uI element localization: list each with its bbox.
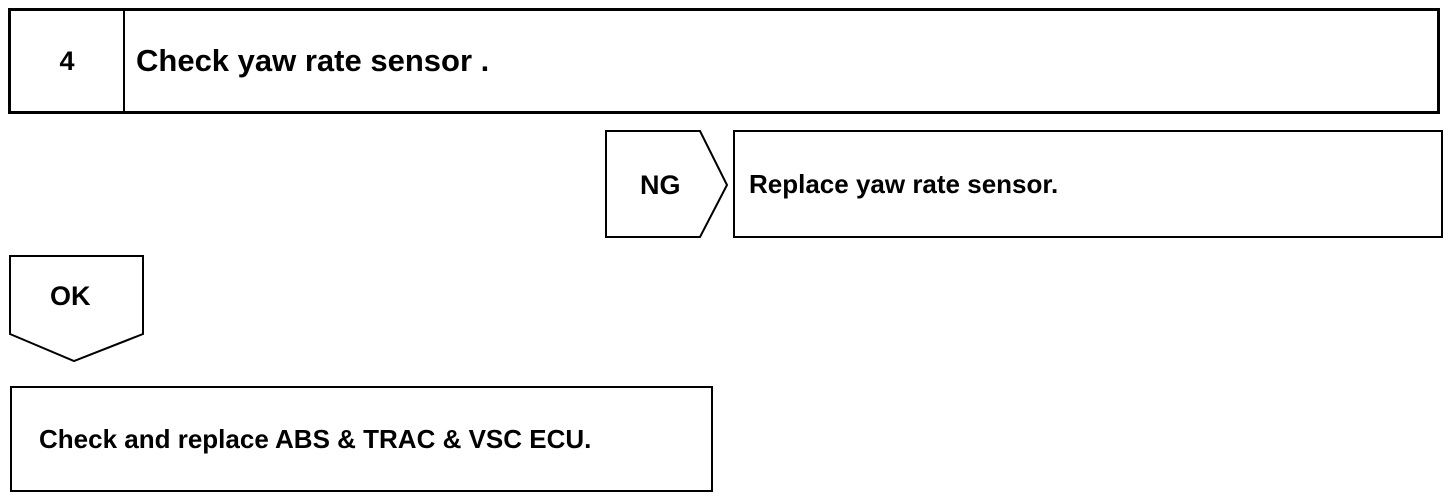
ng-action-box: Replace yaw rate sensor. xyxy=(733,130,1443,238)
ng-action-text: Replace yaw rate sensor. xyxy=(749,168,1059,199)
ok-label: OK xyxy=(50,281,91,311)
step-title: Check yaw rate sensor . xyxy=(136,43,490,78)
ng-label: NG xyxy=(640,170,681,200)
ok-action-text: Check and replace ABS & TRAC & VSC ECU. xyxy=(39,423,592,454)
step-box: 4 Check yaw rate sensor . xyxy=(8,8,1440,114)
ok-arrow-shape xyxy=(9,255,144,363)
ng-arrow-shape xyxy=(605,130,729,238)
step-number: 4 xyxy=(11,11,125,111)
ok-action-box: Check and replace ABS & TRAC & VSC ECU. xyxy=(10,386,713,492)
